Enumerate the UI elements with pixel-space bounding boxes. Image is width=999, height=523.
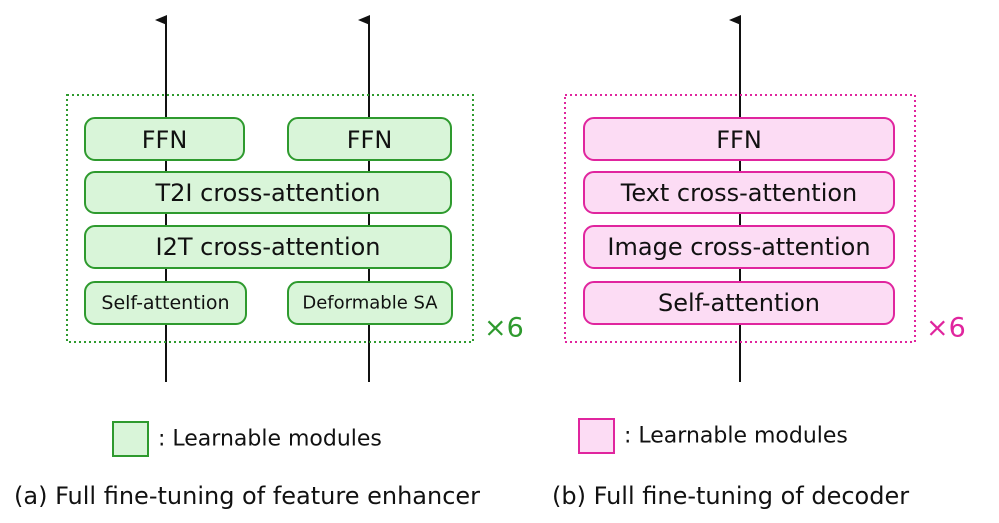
panel-decoder: FFN Text cross-attention Image cross-att… [552, 15, 966, 510]
repeat-box-decoder [564, 94, 916, 343]
repeat-box-feature-enhancer [66, 94, 474, 343]
module-ffn-decoder: FFN [583, 117, 895, 161]
legend-swatch-pink [578, 418, 615, 454]
module-image-cross-label: Image cross-attention [607, 233, 870, 261]
module-t2i-label: T2I cross-attention [155, 179, 381, 207]
repeat-count-decoder: ×6 [926, 313, 966, 344]
module-self-attention-enhancer: Self-attention [84, 281, 247, 325]
legend-decoder: : Learnable modules [578, 418, 848, 454]
legend-label-enhancer: : Learnable modules [158, 427, 382, 452]
module-ffn-right: FFN [287, 117, 452, 161]
module-self-attention-enhancer-label: Self-attention [101, 292, 229, 314]
module-ffn-left-label: FFN [142, 126, 188, 154]
legend-label-decoder: : Learnable modules [624, 424, 848, 449]
legend-swatch-green [112, 421, 149, 457]
panel-feature-enhancer: FFN FFN T2I cross-attention I2T cross-at… [14, 15, 524, 510]
module-ffn-decoder-label: FFN [716, 126, 762, 154]
module-text-cross-attention: Text cross-attention [583, 171, 895, 214]
module-i2t-label: I2T cross-attention [156, 233, 381, 261]
caption-feature-enhancer: (a) Full fine-tuning of feature enhancer [14, 482, 480, 510]
module-deformable-sa-label: Deformable SA [302, 293, 438, 314]
module-ffn-right-label: FFN [347, 126, 393, 154]
repeat-count-enhancer: ×6 [484, 313, 524, 344]
module-self-attention-decoder-label: Self-attention [658, 289, 820, 317]
module-deformable-sa: Deformable SA [287, 281, 453, 325]
module-i2t-cross-attention: I2T cross-attention [84, 225, 452, 269]
module-text-cross-label: Text cross-attention [620, 179, 858, 207]
caption-decoder: (b) Full fine-tuning of decoder [552, 482, 909, 510]
module-image-cross-attention: Image cross-attention [583, 225, 895, 269]
module-self-attention-decoder: Self-attention [583, 281, 895, 325]
legend-feature-enhancer: : Learnable modules [112, 421, 382, 457]
module-t2i-cross-attention: T2I cross-attention [84, 171, 452, 214]
module-ffn-left: FFN [84, 117, 245, 161]
